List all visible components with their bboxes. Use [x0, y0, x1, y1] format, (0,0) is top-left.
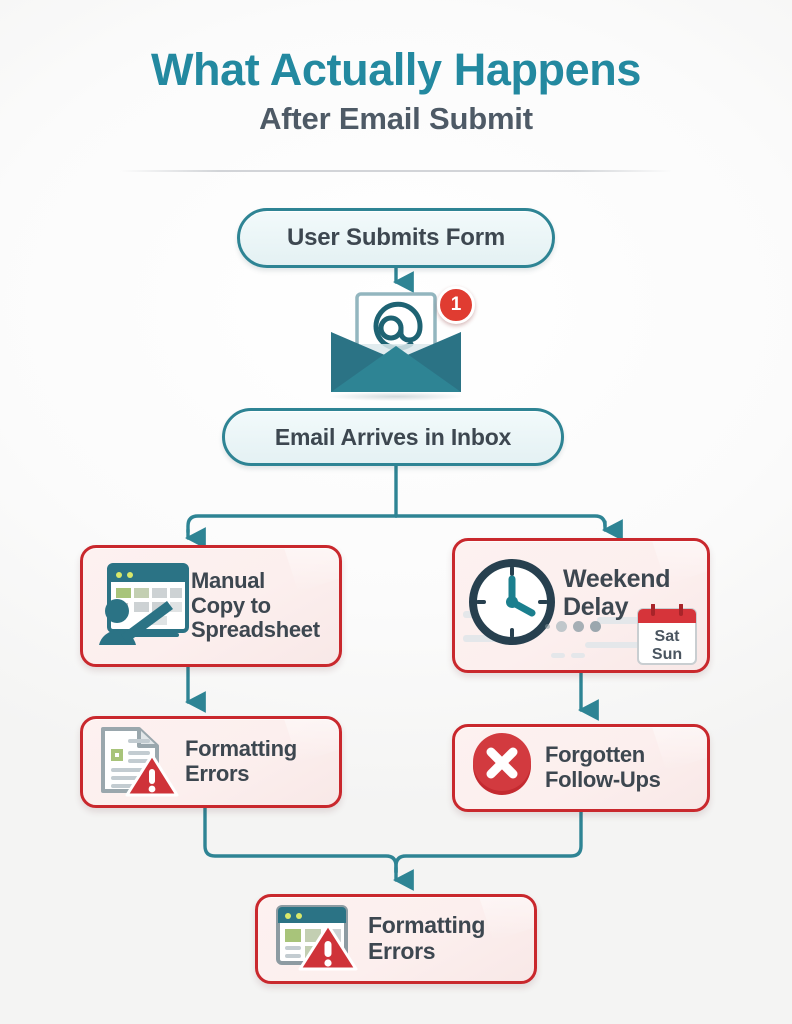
card-label-line1: Formatting [368, 912, 486, 939]
card-forgotten-followups[interactable]: Forgotten Follow-Ups [452, 724, 710, 812]
connector-split-left [186, 514, 398, 534]
card-label-line2: Delay [563, 593, 629, 621]
card-label: Formatting Errors [185, 737, 297, 786]
card-label-line1: Manual [191, 568, 265, 594]
weekend-calendar-icon: Sat Sun [633, 603, 701, 666]
card-label: Formatting Errors [368, 912, 486, 965]
ghost-line [571, 653, 585, 658]
page-subtitle: After Email Submit [259, 100, 533, 136]
card-label-line2: Errors [368, 938, 436, 964]
ghost-line [597, 617, 655, 624]
node-user-submits-form[interactable]: User Submits Form [237, 208, 555, 268]
connector-merge-left [203, 806, 398, 874]
node-label: User Submits Form [287, 224, 505, 251]
card-label-line1: Forgotten [545, 742, 645, 768]
card-label: Manual Copy to Spreadsheet [191, 568, 320, 643]
node-email-arrives-in-inbox[interactable]: Email Arrives in Inbox [222, 408, 564, 466]
envelope-shadow [330, 392, 462, 401]
card-formatting-errors-left[interactable]: Formatting Errors [80, 716, 342, 808]
document-warning-icon [95, 723, 179, 802]
red-x-circle-icon [469, 732, 535, 804]
card-label-line2: Copy to [191, 592, 271, 618]
page-title: What Actually Happens [150, 44, 641, 95]
node-label: Email Arrives in Inbox [274, 423, 512, 450]
ghost-line [585, 642, 655, 648]
calendar-day2: Sun [652, 646, 682, 663]
card-manual-copy-to-spreadsheet[interactable]: Manual Copy to Spreadsheet [80, 545, 342, 667]
card-label-line3: Spreadsheet [191, 617, 320, 643]
card-label-line2: Follow-Ups [545, 767, 661, 792]
card-formatting-errors-bottom[interactable]: Formatting Errors [255, 894, 537, 984]
open-envelope-with-at-symbol-icon: 1 [325, 286, 475, 398]
card-weekend-delay[interactable]: Weekend Delay Sat [452, 538, 710, 673]
ghost-line [551, 653, 565, 658]
card-label-line1: Weekend [563, 565, 671, 593]
clock-icon [465, 555, 559, 654]
motion-dots [545, 621, 601, 632]
header: What Actually Happens After Email Submit [0, 46, 792, 137]
connector-split-right [394, 514, 607, 528]
badge-count: 1 [450, 294, 462, 315]
person-at-spreadsheet-icon [95, 559, 191, 654]
card-label: Forgotten Follow-Ups [545, 743, 661, 792]
connector-merge-right [394, 810, 583, 874]
card-label-line2: Errors [185, 761, 250, 786]
card-label: Weekend Delay [563, 565, 671, 621]
spreadsheet-warning-icon [272, 903, 358, 976]
header-divider [120, 170, 672, 172]
card-label-line1: Formatting [185, 736, 297, 762]
notification-badge: 1 [437, 286, 475, 324]
calendar-day1: Sat [655, 628, 681, 645]
